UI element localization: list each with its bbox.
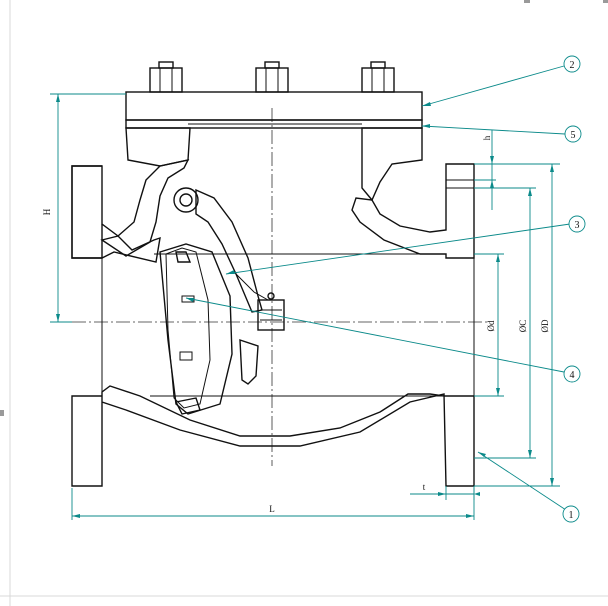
disc [159,243,233,415]
callout-bubble-4: 4 [563,365,581,383]
callout-number-5: 5 [571,130,576,141]
callout-number-1: 1 [569,510,574,521]
dimension-height: H [42,93,126,323]
disc-nut [239,292,285,385]
callout-number-3: 3 [575,220,580,231]
valve-body [71,159,475,487]
dimension-flange-thickness-label: t [423,482,426,492]
dimension-flange-thickness: t [410,482,480,500]
dimension-length-label: L [269,504,275,514]
dimension-diameter-c-label: ØC [518,320,528,333]
callout-bubble-3: 3 [568,215,586,233]
callout-number-2: 2 [570,60,575,71]
dimension-diameters: ØD ØC Ød [474,163,560,487]
bonnet-cover [125,91,423,121]
callout-bubble-2: 2 [563,55,581,73]
centerlines [50,108,490,466]
dimension-gasket-gap-label: h [482,135,492,140]
callout-bubble-1: 1 [562,505,580,523]
dimension-gasket-gap: h [474,130,496,210]
dimension-diameter-small-d-label: Ød [486,320,496,331]
bonnet-bolts [149,61,395,93]
gasket [125,119,423,129]
callout-bubble-5: 5 [564,125,582,143]
dimension-height-label: H [42,208,52,215]
callouts: 2 5 3 4 1 [185,55,586,523]
dimension-diameter-d-label: ØD [540,319,550,332]
dimension-length: L [71,488,475,520]
callout-number-4: 4 [570,370,575,381]
disc-arm [173,187,269,313]
